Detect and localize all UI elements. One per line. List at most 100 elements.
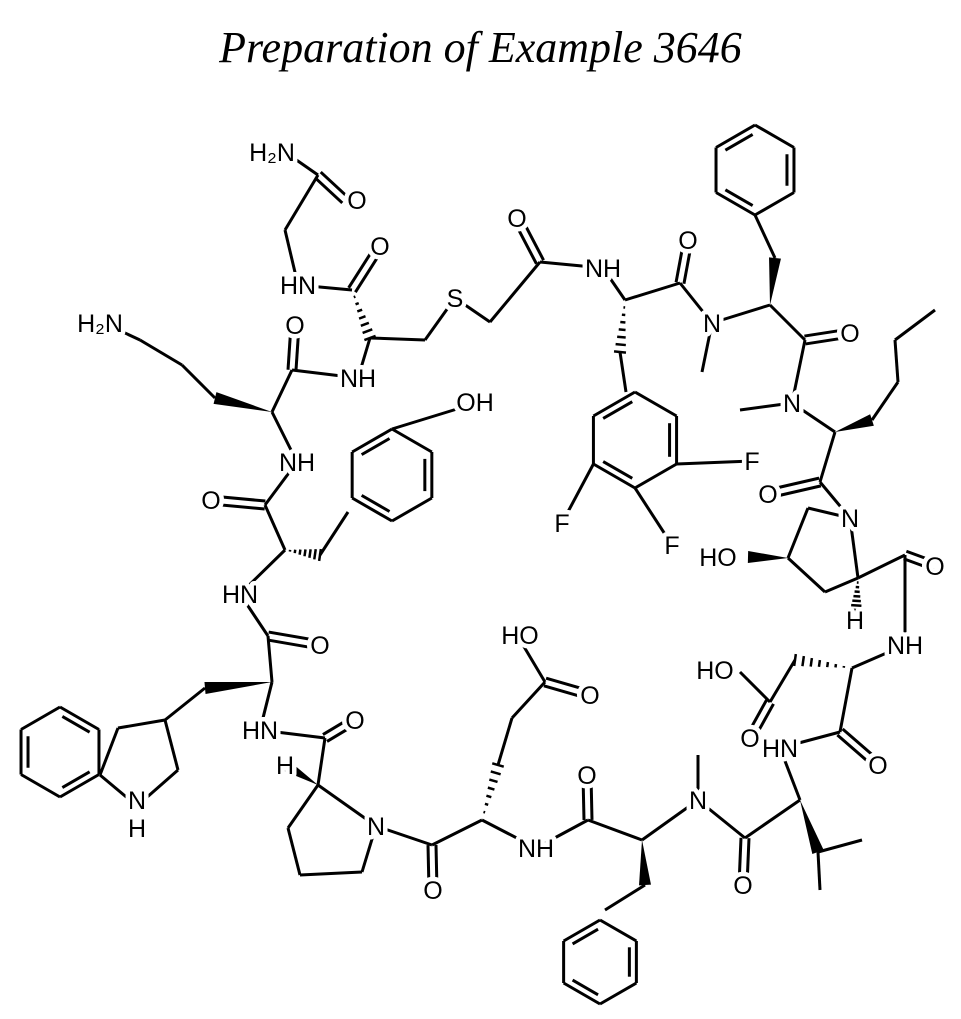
atom-label: O xyxy=(347,187,366,215)
atom-label: HN xyxy=(242,717,278,745)
single-bond xyxy=(318,738,325,785)
hash-bond xyxy=(617,337,626,338)
wedge-bond xyxy=(835,414,874,432)
single-bond xyxy=(788,558,825,592)
atom-label: F xyxy=(744,448,759,476)
single-bond xyxy=(320,512,348,555)
single-bond xyxy=(625,283,680,300)
atom-label: HN xyxy=(222,581,258,609)
wedge-bond xyxy=(769,257,781,305)
single-bond xyxy=(370,338,425,340)
single-bond xyxy=(392,429,432,452)
double-bond xyxy=(725,134,752,150)
atom-label: HO xyxy=(699,544,737,572)
atom-label: O xyxy=(868,752,887,780)
double-bond xyxy=(62,772,89,788)
single-bond xyxy=(600,920,636,941)
single-bond xyxy=(818,840,862,852)
hash-bond xyxy=(802,656,803,666)
single-bond xyxy=(268,636,272,682)
hash-bond xyxy=(359,316,365,318)
hash-bond xyxy=(314,549,315,559)
atom-label: HO xyxy=(501,622,539,650)
double-bond xyxy=(315,178,342,203)
single-bond xyxy=(265,505,285,550)
single-bond xyxy=(840,668,852,732)
single-bond xyxy=(272,370,292,412)
single-bond xyxy=(872,382,898,420)
wedge-bond xyxy=(214,392,272,412)
single-bond xyxy=(635,464,677,488)
single-bond xyxy=(770,660,795,702)
single-bond xyxy=(755,125,794,148)
single-bond xyxy=(498,718,512,765)
single-bond xyxy=(288,828,300,875)
atom-label: O xyxy=(925,553,944,581)
double-bond xyxy=(603,402,632,419)
single-bond xyxy=(285,175,318,230)
hash-bond xyxy=(363,329,373,333)
hash-bond xyxy=(811,658,812,666)
atom-label: O xyxy=(345,707,364,735)
single-bond xyxy=(392,498,432,521)
double-bond xyxy=(603,462,632,479)
hash-bond xyxy=(489,780,497,782)
atom-label: N xyxy=(703,310,721,338)
single-bond xyxy=(825,578,858,592)
atom-label: H₂N xyxy=(249,139,295,167)
atom-label: N xyxy=(841,505,859,533)
wedge-bond xyxy=(748,551,788,563)
hash-bond xyxy=(486,796,491,797)
single-bond xyxy=(432,820,482,845)
single-bond xyxy=(182,365,215,398)
atom-label: O xyxy=(733,872,752,900)
single-bond xyxy=(605,885,645,910)
hash-bond xyxy=(300,550,301,555)
hash-bond xyxy=(361,323,369,326)
atom-label: F xyxy=(554,510,569,538)
hash-bond xyxy=(827,662,828,667)
single-bond xyxy=(820,432,835,482)
atom-label: O xyxy=(740,725,759,753)
atom-label: O xyxy=(758,481,777,509)
single-bond xyxy=(165,720,178,770)
hash-bond xyxy=(852,601,861,602)
hash-bond xyxy=(354,297,356,298)
single-bond xyxy=(100,728,118,775)
single-bond xyxy=(21,707,60,730)
atom-label: O xyxy=(201,487,220,515)
single-bond xyxy=(512,682,545,718)
single-bond xyxy=(300,872,362,875)
atom-label: H xyxy=(128,815,146,843)
single-bond xyxy=(635,392,677,416)
atom-label: F xyxy=(664,532,679,560)
single-bond xyxy=(21,775,60,798)
single-bond xyxy=(740,672,770,702)
wedge-bond xyxy=(204,682,272,694)
hash-bond xyxy=(485,804,488,805)
single-bond xyxy=(490,262,540,322)
single-bond xyxy=(588,820,642,840)
atom-label: NH xyxy=(585,255,621,283)
atom-label: O xyxy=(580,682,599,710)
double-bond xyxy=(573,929,598,944)
wedge-bond xyxy=(800,800,824,854)
single-bond xyxy=(140,340,182,365)
single-bond xyxy=(895,310,935,340)
single-bond xyxy=(600,983,636,1004)
atom-label: S xyxy=(447,285,464,313)
hash-bond xyxy=(619,329,626,330)
double-bond xyxy=(62,716,89,732)
atom-label: O xyxy=(285,312,304,340)
atom-label: O xyxy=(577,762,596,790)
single-bond xyxy=(895,340,898,382)
atom-label: O xyxy=(507,205,526,233)
single-bond xyxy=(770,305,805,340)
atom-label: HO xyxy=(696,657,734,685)
hash-bond xyxy=(356,303,359,304)
atom-label: HN xyxy=(280,272,316,300)
hash-bond xyxy=(309,549,310,557)
atom-label: OH xyxy=(456,389,494,417)
single-bond xyxy=(755,193,794,216)
single-bond xyxy=(745,800,800,838)
